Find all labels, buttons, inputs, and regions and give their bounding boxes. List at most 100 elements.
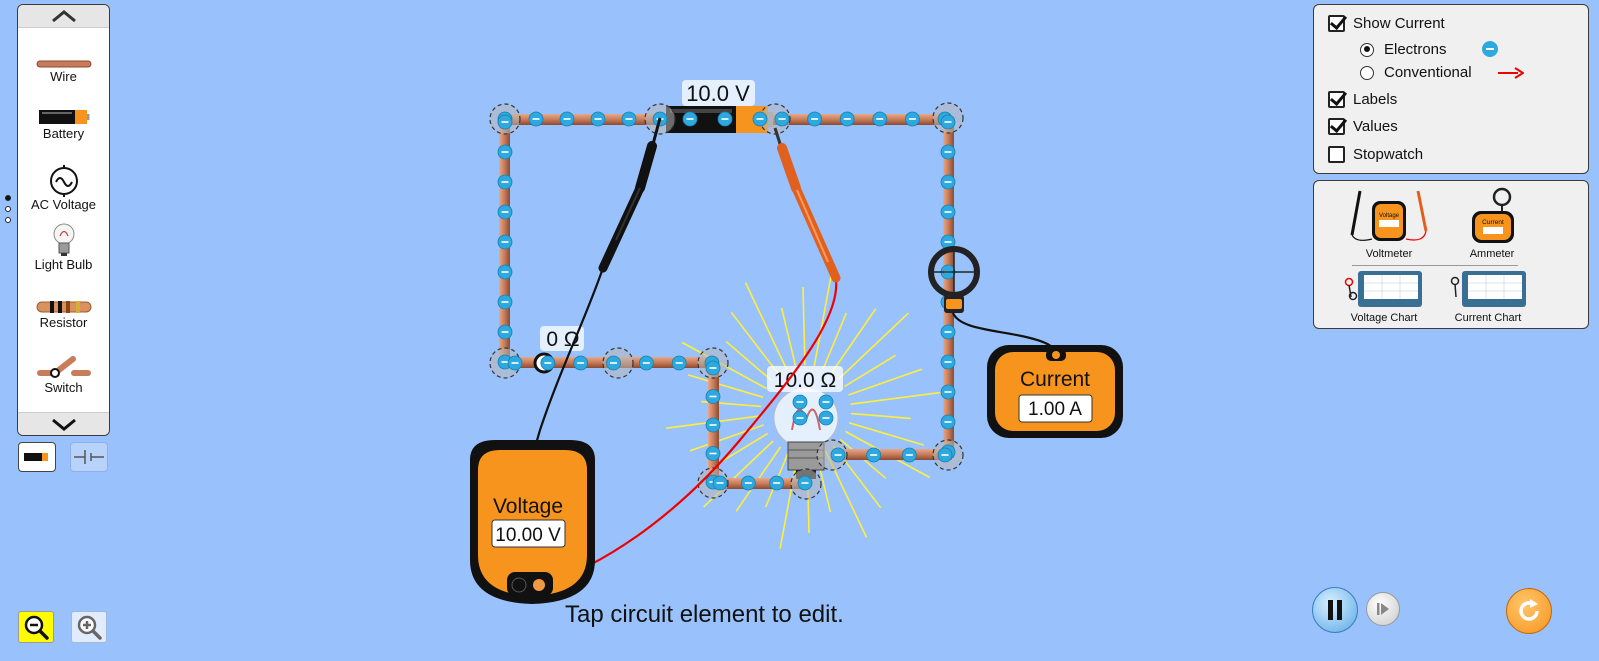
page-dot[interactable] bbox=[5, 195, 11, 201]
svg-text:10.0 V: 10.0 V bbox=[686, 81, 750, 106]
wire[interactable] bbox=[500, 114, 668, 125]
reset-all-button[interactable] bbox=[1506, 588, 1552, 634]
battery-icon bbox=[24, 453, 48, 461]
ammeter-tool-label: Ammeter bbox=[1469, 248, 1515, 260]
toolbox-item-label: Battery bbox=[42, 126, 85, 141]
current-chart-icon bbox=[1450, 271, 1526, 307]
voltmeter-tool-label: Voltmeter bbox=[1365, 248, 1413, 260]
ammeter-title: Current bbox=[1020, 368, 1090, 391]
pause-button[interactable] bbox=[1312, 587, 1358, 633]
current-chart-tool[interactable]: Current Chart bbox=[1448, 269, 1528, 324]
junctions[interactable] bbox=[489, 102, 964, 500]
toolbox-scroll-down-button[interactable] bbox=[18, 412, 109, 435]
light-ray bbox=[725, 341, 773, 382]
ammeter[interactable]: Current 1.00 A bbox=[987, 345, 1123, 438]
voltmeter-red-probe[interactable] bbox=[773, 127, 841, 283]
wire[interactable] bbox=[712, 478, 807, 489]
schematic-view-button[interactable] bbox=[70, 442, 108, 472]
toolbox-item-label: Resistor bbox=[39, 315, 88, 330]
voltmeter-red-lead-wire bbox=[537, 279, 838, 589]
battery-value-label: 10.0 V bbox=[682, 80, 755, 106]
ac-voltage-icon bbox=[49, 165, 78, 197]
ammeter-tool[interactable]: Current Ammeter bbox=[1464, 185, 1520, 260]
values-label: Values bbox=[1353, 118, 1398, 135]
voltmeter-tool[interactable]: Voltage Voltmeter bbox=[1346, 187, 1432, 260]
show-current-checkbox[interactable]: Show Current bbox=[1328, 15, 1445, 32]
voltmeter-reading: 10.00 V bbox=[495, 525, 561, 546]
stopwatch-label: Stopwatch bbox=[1353, 146, 1424, 163]
ammeter-icon: Current bbox=[1472, 187, 1514, 243]
battery-icon bbox=[38, 110, 89, 124]
zoom-in-icon bbox=[77, 615, 102, 640]
electrons-radio[interactable]: Electrons bbox=[1360, 41, 1498, 58]
radio-icon bbox=[1360, 42, 1374, 57]
voltmeter[interactable]: Voltage 10.00 V bbox=[470, 440, 595, 604]
toolbox-item-switch[interactable]: Switch bbox=[18, 354, 109, 395]
toolbox-item-ac-voltage[interactable]: AC Voltage bbox=[18, 165, 109, 212]
wire-icon bbox=[36, 60, 91, 68]
wire[interactable] bbox=[832, 449, 952, 460]
pause-icon bbox=[1328, 600, 1342, 620]
wire[interactable] bbox=[943, 118, 954, 458]
labels-checkbox[interactable]: Labels bbox=[1328, 91, 1397, 108]
toolbox-item-resistor[interactable]: Resistor bbox=[18, 299, 109, 330]
light-ray bbox=[744, 282, 788, 370]
page-dot[interactable] bbox=[5, 217, 11, 223]
voltmeter-icon: Voltage bbox=[1350, 190, 1428, 241]
checkbox-icon bbox=[1328, 15, 1345, 32]
light-ray bbox=[813, 271, 833, 366]
conventional-label: Conventional bbox=[1384, 64, 1472, 81]
toolbox-item-label: Switch bbox=[44, 380, 83, 395]
zoom-out-icon bbox=[24, 615, 49, 640]
light-ray bbox=[838, 312, 909, 380]
checkbox-icon bbox=[1328, 91, 1345, 108]
light-ray bbox=[715, 432, 769, 466]
toolbox-item-label: Wire bbox=[50, 69, 77, 84]
wire[interactable] bbox=[772, 114, 948, 125]
switch-value-label: 0 Ω bbox=[540, 326, 584, 351]
light-ray bbox=[830, 308, 877, 374]
light-ray bbox=[687, 374, 764, 398]
svg-text:0 Ω: 0 Ω bbox=[546, 328, 579, 351]
resistor-icon bbox=[36, 301, 91, 313]
light-ray bbox=[780, 307, 797, 367]
light-ray bbox=[850, 412, 911, 420]
light-ray bbox=[843, 354, 897, 388]
light-ray bbox=[848, 422, 925, 446]
zoom-in-button[interactable] bbox=[71, 611, 107, 643]
voltmeter-black-probe[interactable] bbox=[598, 117, 662, 273]
electrons-label: Electrons bbox=[1384, 41, 1447, 58]
toolbox-item-wire[interactable]: Wire bbox=[18, 59, 109, 84]
switch-icon bbox=[36, 356, 91, 378]
toolbox-item-battery[interactable]: Battery bbox=[18, 108, 109, 141]
battery-symbol-icon bbox=[74, 450, 104, 464]
voltage-chart-tool[interactable]: Voltage Chart bbox=[1344, 269, 1424, 324]
voltmeter-red-jack bbox=[533, 579, 545, 591]
zoom-out-button[interactable] bbox=[18, 611, 54, 643]
step-forward-button[interactable] bbox=[1366, 592, 1400, 626]
arrow-right-icon bbox=[1498, 67, 1524, 79]
light-ray bbox=[802, 286, 806, 366]
light-ray bbox=[850, 391, 946, 405]
checkbox-icon bbox=[1328, 146, 1345, 163]
svg-text:10.0 Ω: 10.0 Ω bbox=[774, 369, 836, 392]
lifelike-view-button[interactable] bbox=[18, 442, 56, 472]
toolbox-scroll-up-button[interactable] bbox=[18, 5, 109, 28]
light-ray bbox=[848, 368, 923, 396]
ammeter-probe[interactable] bbox=[928, 246, 980, 313]
step-forward-icon bbox=[1377, 603, 1389, 615]
light-ray bbox=[689, 424, 764, 452]
stopwatch-checkbox[interactable]: Stopwatch bbox=[1328, 146, 1423, 163]
svg-text:Current: Current bbox=[1482, 219, 1504, 226]
wires[interactable] bbox=[499, 114, 954, 489]
voltmeter-black-jack bbox=[511, 577, 527, 593]
checkbox-icon bbox=[1328, 118, 1345, 135]
measurement-tools-panel: Voltage Voltmeter Current Ammeter Voltag… bbox=[1313, 180, 1589, 329]
show-current-label: Show Current bbox=[1353, 15, 1445, 32]
conventional-radio[interactable]: Conventional bbox=[1360, 64, 1524, 81]
toolbox-item-light-bulb[interactable]: Light Bulb bbox=[18, 223, 109, 272]
values-checkbox[interactable]: Values bbox=[1328, 118, 1398, 135]
toolbox-page-indicator bbox=[5, 195, 11, 228]
page-dot[interactable] bbox=[5, 206, 11, 212]
